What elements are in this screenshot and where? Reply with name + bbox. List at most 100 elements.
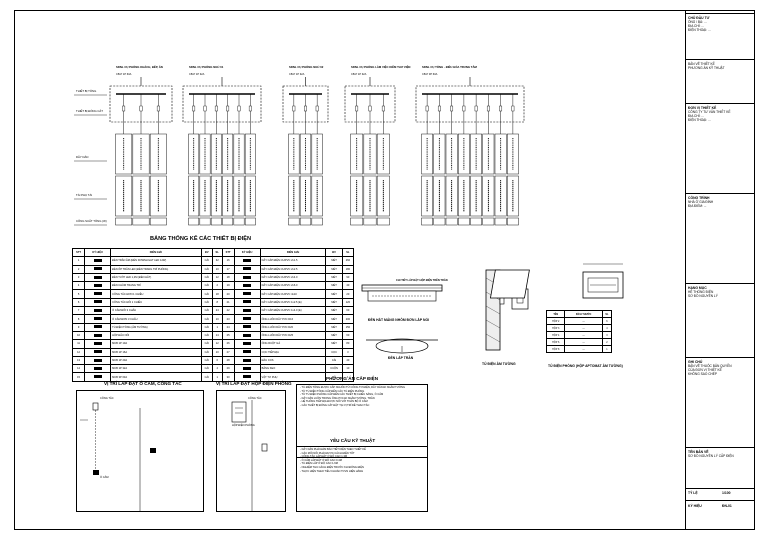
note-line: - HỆ THỐNG TIẾP ĐỊA ĐƯỢC NỐI VỚI TOÀN BỘ… [300,400,368,404]
legend-cell: 1 [341,372,355,382]
sld-row-label: DÂY DẪN [76,154,88,159]
branch-cable-cell [507,133,519,175]
sld-row-label: TẢI PHỤ TẢI [76,192,92,197]
title-block-divider [686,13,755,14]
branch-power-cell [482,217,495,226]
panel-position-title: VỊ TRÍ LẮP ĐẶT HỘP ĐIỆN PHÒNG [216,381,292,386]
branch-load-cell [376,175,390,217]
title-block-divider [686,488,755,489]
branch-breaker [292,105,296,112]
panel-breaker: CB-P 1P 32A [289,72,305,76]
sld-row-label: THIẾT BỊ TỔNG [76,88,96,93]
title-block-heading: HẠNG MỤC [688,286,707,290]
branch-power-cell [433,217,446,226]
branch-power-cell [507,217,519,226]
branch-power-cell [188,217,200,226]
branch-power-cell [288,217,300,226]
branch-load-cell [244,175,256,217]
branch-cable-cell [433,133,446,175]
branch-cable-cell [244,133,256,175]
title-block-line: SƠ ĐỒ NGUYÊN LÝ [688,294,718,298]
branch-cable-cell [376,133,390,175]
ceiling-light-a-label: ĐÈN HẮT MÁNG NHÔM ĐƠN LẮP NỔI [368,318,430,322]
title-block-line: ĐIỆN THOẠI: ... [688,118,711,122]
branch-power-cell [350,217,364,226]
note-line: - TỪ TỦ ĐIỆN PHÒNG CẤP ĐẾN CÁC THIẾT BỊ … [300,393,384,397]
legend-cell: CÁI [200,372,213,382]
branch-load-cell [433,175,446,217]
legend-symbol-icon [233,372,261,382]
drawing-frame [14,10,755,530]
scale-label: TỶ LỆ [688,491,698,495]
branch-breaker [499,105,503,112]
mini-row: HỘP 8—1 [545,345,613,353]
branch-load-cell [311,175,323,217]
title-block-line: ĐIỆN THOẠI: ... [688,28,711,32]
legend-cell: 30 [221,372,235,382]
branch-power-cell [458,217,470,226]
branch-power-cell [115,217,133,226]
legend-symbol-icon [84,372,112,382]
panel-title: SDNL CỤ PHÒNG NGỦ 02 [289,64,324,69]
branch-power-cell [244,217,256,226]
branch-breaker [355,105,359,112]
branch-load-cell [507,175,519,217]
title-block-line: KHÔNG SAO CHÉP [688,372,718,376]
panel-title: SDNL CỤ PHÒNG KHÁCH, BẾP, ĂN [116,64,163,69]
branch-load-cell [233,175,245,217]
position-label-panel: HỘP ĐIỆN PHÒNG [232,424,255,427]
title-block-divider [686,193,755,194]
branch-breaker [192,105,196,112]
ceiling-light-b-label: ĐÈN LẮP TRẦN [388,356,414,360]
title-block-line: ĐỊA ĐIỂM: ... [688,204,707,208]
title-block-line: SƠ ĐỒ NGUYÊN LÝ CẤP ĐIỆN [688,454,734,458]
title-block-line: ĐỊA CHỈ: ... [688,24,704,28]
panel-title: SDNL CỤ TỔNG - ĐIỀU HÒA TRUNG TÂM [422,64,478,69]
branch-breaker [304,105,307,112]
panel-title: SDNL CỤ PHÒNG LÀM VIỆC KIÊM THƯ VIỆN [351,64,410,69]
branch-power-cell [199,217,211,226]
branch-breaker [203,105,207,112]
branch-load-cell [115,175,133,217]
branch-load-cell [188,175,200,217]
sld-panel: SDNL CỤ PHÒNG LÀM VIỆC KIÊM THƯ VIỆNCB-P… [344,64,410,226]
branch-cable-cell [132,133,150,175]
panel-title: SDNL CỤ PHÒNG NGỦ 01 [189,64,224,69]
branch-breaker [214,105,218,112]
branch-breaker [474,105,478,112]
branch-power-cell [299,217,312,226]
legend-cell: 15 [71,372,86,382]
notes-title: PHƯƠNG ÁN CẤP ĐIỆN [326,376,379,381]
branch-load-cell [482,175,495,217]
wall-panel-label: TỦ ĐIỆN ÂM TƯỜNG [482,362,516,366]
mini-cell: 1 [601,345,613,353]
note-line: - TỪ TỦ ĐIỆN TỔNG CẤP ĐẾN CÁC TỦ ĐIỆN PH… [300,389,365,393]
branch-power-cell [149,217,167,226]
branch-breaker [315,105,319,112]
branch-load-cell [222,175,234,217]
title-block-line: CÔNG TY TƯ VẤN THIẾT KẾ [688,110,731,114]
title-block-line: CỦA ĐƠN VỊ THIẾT KẾ [688,368,722,372]
branch-cable-cell [482,133,495,175]
branch-load-cell [299,175,312,217]
branch-cable-cell [363,133,377,175]
branch-power-cell [222,217,234,226]
branch-load-cell [363,175,377,217]
branch-cable-cell [222,133,234,175]
branch-cable-cell [311,133,323,175]
branch-cable-cell [188,133,200,175]
branch-load-cell [445,175,458,217]
branch-cable-cell [288,133,300,175]
